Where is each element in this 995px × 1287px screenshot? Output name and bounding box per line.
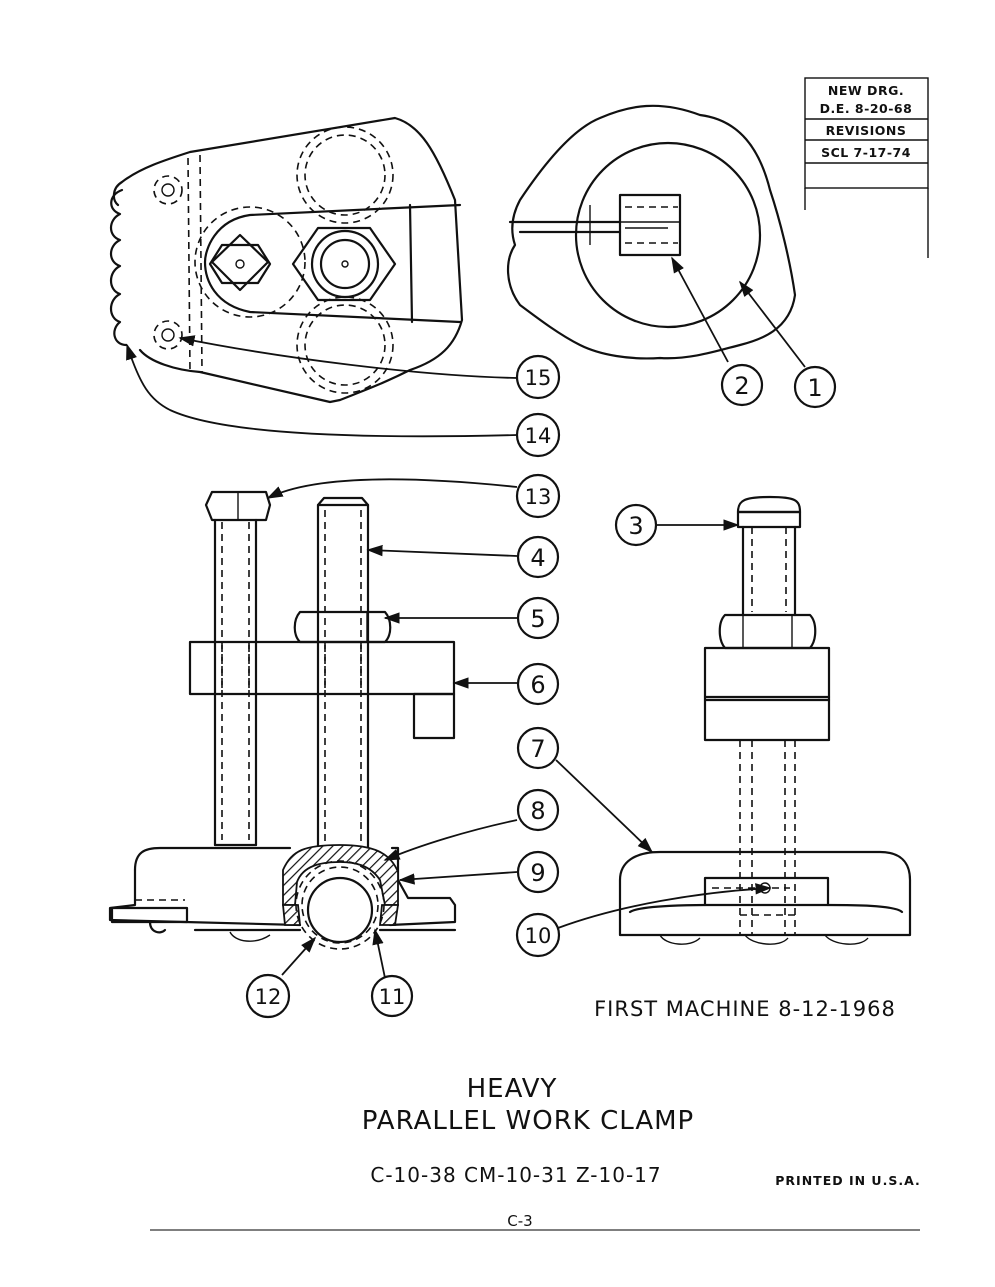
revision-block: NEW DRG. D.E. 8-20-68 REVISIONS SCL 7-17…	[804, 77, 929, 258]
rev-row-revisions: REVISIONS	[826, 123, 907, 138]
callout-12-label: 12	[255, 985, 282, 1009]
callout-9: 9	[516, 850, 560, 894]
callout-4-label: 4	[530, 544, 545, 572]
callout-13: 13	[515, 473, 561, 519]
printed-note: PRINTED IN U.S.A.	[775, 1173, 920, 1188]
callout-5: 5	[516, 596, 560, 640]
callout-7: 7	[516, 726, 560, 770]
page-number: C-3	[507, 1212, 532, 1230]
rev-row-drawn-date: D.E. 8-20-68	[820, 101, 913, 116]
callout-8-label: 8	[530, 797, 545, 825]
callout-15-label: 15	[525, 366, 552, 390]
detail-view	[506, 104, 797, 360]
callout-1: 1	[793, 365, 837, 409]
front-view	[108, 490, 457, 950]
callout-14-label: 14	[525, 424, 552, 448]
callout-6-label: 6	[530, 671, 545, 699]
callout-12: 12	[245, 973, 291, 1019]
first-machine-note: FIRST MACHINE 8-12-1968	[594, 997, 896, 1021]
leader-lines	[126, 256, 806, 979]
callout-2: 2	[720, 363, 764, 407]
callout-1-label: 1	[807, 374, 822, 402]
callout-15: 15	[515, 354, 561, 400]
callout-6: 6	[516, 662, 560, 706]
callout-4: 4	[516, 535, 560, 579]
rev-row-scl-date: SCL 7-17-74	[821, 145, 911, 160]
callout-2-label: 2	[734, 372, 749, 400]
side-view	[618, 495, 912, 945]
callout-9-label: 9	[530, 859, 545, 887]
callout-8: 8	[516, 788, 560, 832]
callout-3: 3	[614, 503, 658, 547]
title-line-2: PARALLEL WORK CLAMP	[362, 1106, 694, 1136]
callout-11: 11	[370, 974, 414, 1018]
callout-5-label: 5	[530, 605, 545, 633]
callout-11-label: 11	[379, 985, 406, 1009]
callout-10-label: 10	[525, 924, 552, 948]
part-numbers: C-10-38 CM-10-31 Z-10-17	[370, 1163, 661, 1187]
callout-3-label: 3	[628, 512, 643, 540]
callout-13-label: 13	[525, 485, 552, 509]
top-view	[109, 116, 464, 404]
title-line-1: HEAVY	[467, 1074, 558, 1104]
callout-7-label: 7	[530, 735, 545, 763]
rev-row-new-drg: NEW DRG.	[828, 83, 904, 98]
callout-14: 14	[515, 412, 561, 458]
callout-10: 10	[515, 912, 561, 958]
